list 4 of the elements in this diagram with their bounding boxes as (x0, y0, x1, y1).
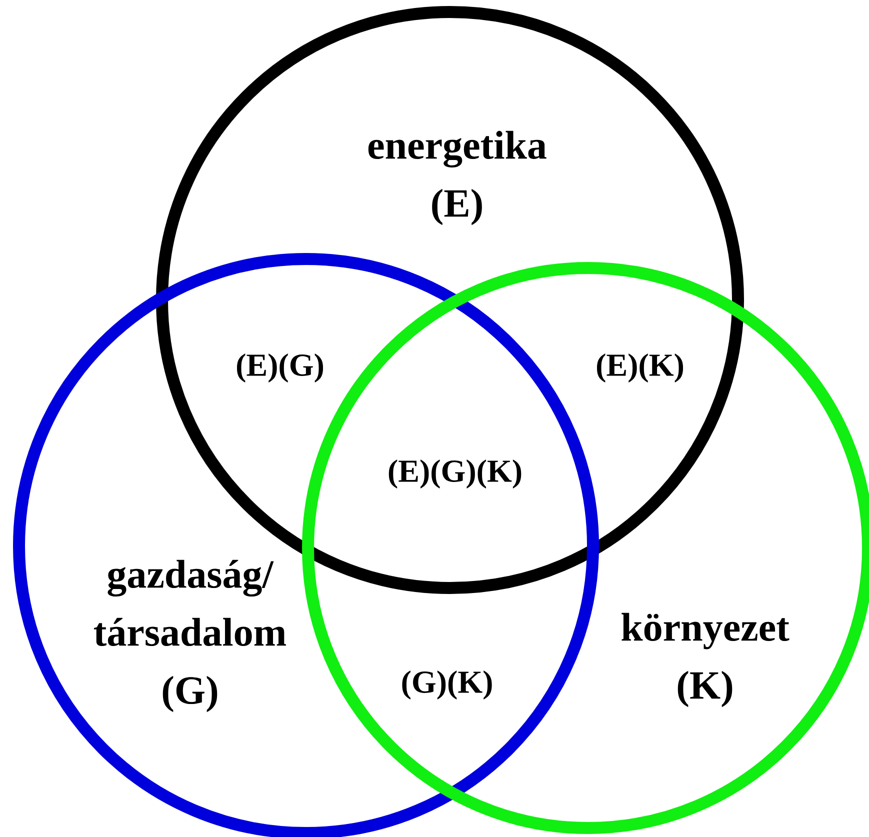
region-label: (G)(K) (402, 670, 492, 700)
region-label: (E)(G)(K) (388, 460, 522, 488)
region-label: (E)(K) (597, 354, 684, 382)
region-label: (E)(G) (236, 354, 324, 382)
